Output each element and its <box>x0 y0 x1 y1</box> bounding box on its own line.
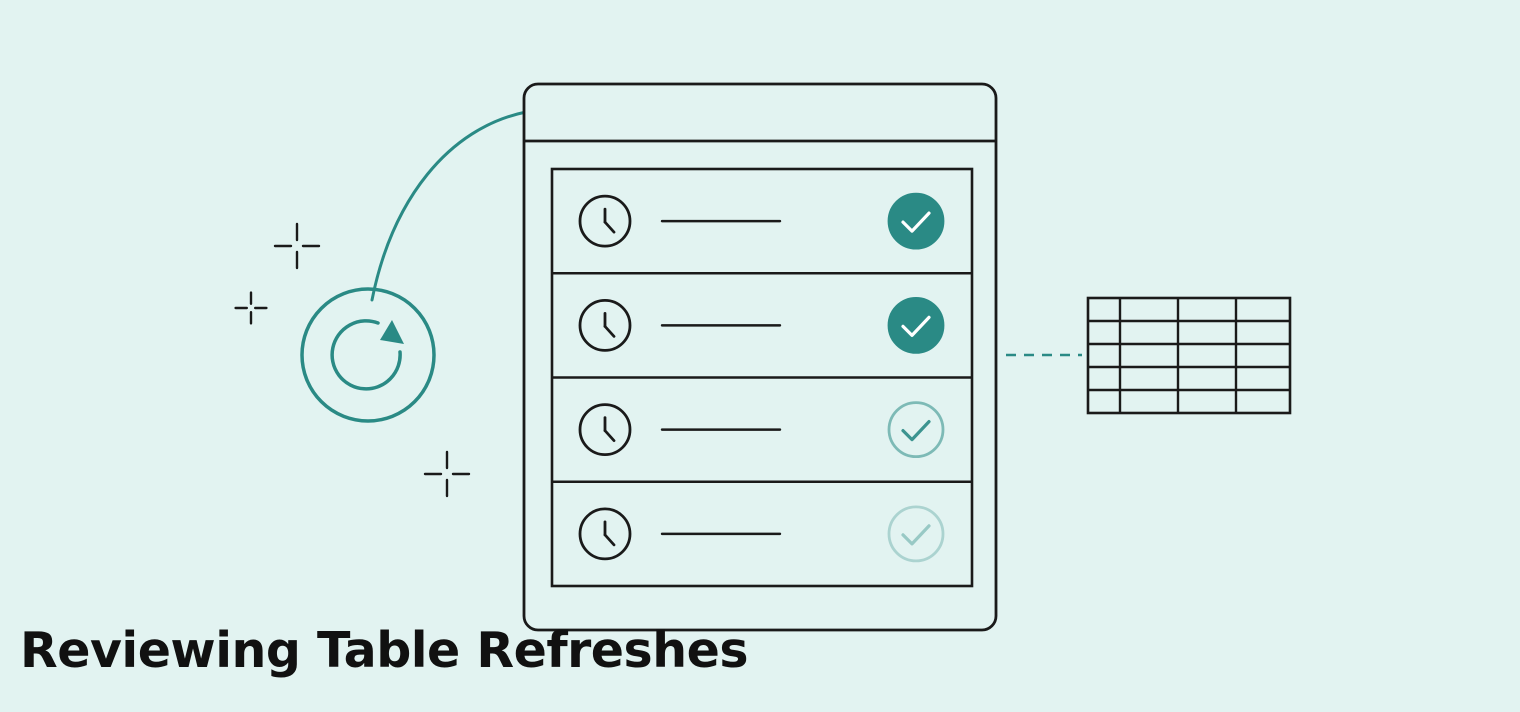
clock-icon <box>578 298 632 352</box>
connector-arc <box>370 110 528 302</box>
page-title: Reviewing Table Refreshes <box>20 622 748 679</box>
status-check-icon <box>887 192 945 250</box>
refresh-panel <box>522 82 998 632</box>
sparkles <box>234 222 471 498</box>
list-item <box>552 376 972 459</box>
clock-icon <box>578 194 632 248</box>
sparkle-icon <box>423 450 471 498</box>
status-check-icon <box>887 401 945 459</box>
table-grid-icon <box>1086 296 1292 415</box>
refresh-cycle-icon <box>300 287 436 423</box>
status-check-icon <box>887 505 945 563</box>
list-item <box>552 271 972 354</box>
status-check-icon <box>887 296 945 354</box>
sparkle-icon <box>234 291 268 325</box>
refresh-list <box>552 192 972 563</box>
clock-icon <box>578 507 632 561</box>
list-item <box>552 480 972 563</box>
sparkle-icon <box>273 222 321 270</box>
clock-icon <box>578 403 632 457</box>
panel-frame <box>522 82 998 632</box>
list-item <box>578 192 945 250</box>
